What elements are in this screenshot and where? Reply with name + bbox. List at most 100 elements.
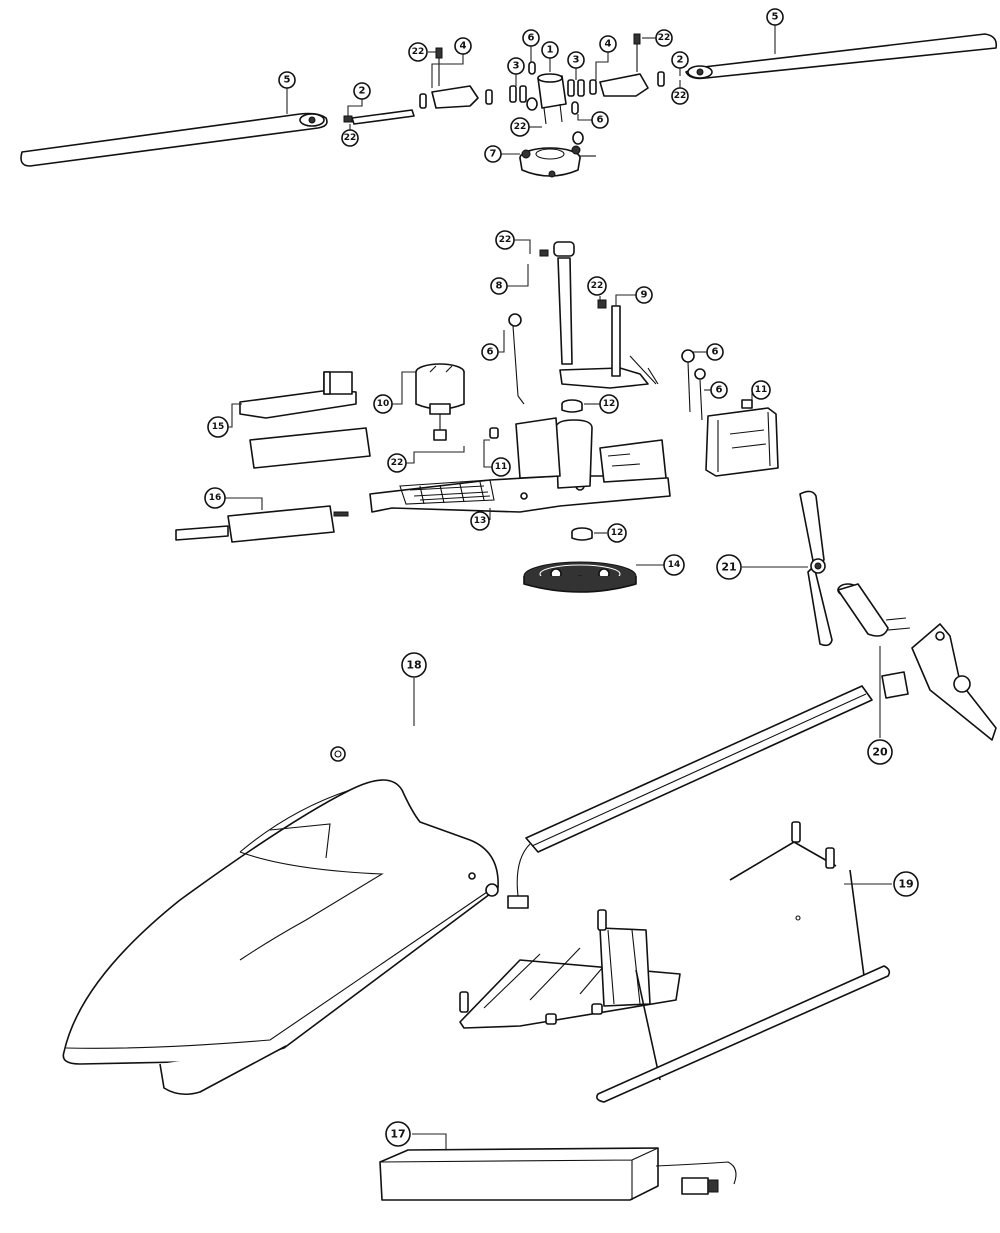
svg-text:22: 22	[514, 122, 527, 132]
svg-text:16: 16	[209, 493, 222, 503]
frame-upper-bracket	[559, 299, 659, 389]
callout-5-right: 5	[766, 8, 784, 26]
svg-text:6: 6	[712, 347, 719, 358]
main-shaft	[539, 241, 575, 365]
callout-16: 16	[204, 487, 226, 509]
svg-text:11: 11	[495, 462, 508, 472]
servo-horn-small	[489, 427, 499, 439]
callout-11-right: 11	[751, 380, 771, 400]
callout-22-a: 22	[341, 129, 359, 147]
callout-21: 21	[716, 554, 742, 580]
ball-links-top	[526, 61, 584, 145]
callout-13: 13	[470, 511, 490, 531]
callouts: 5 5 2 2 22 22 22 22 22 4 4 3 3 6 1 6 7 2…	[204, 8, 919, 1147]
svg-text:6: 6	[716, 385, 723, 396]
callout-4-left: 4	[454, 37, 472, 55]
callout-6-frame-left: 6	[481, 343, 499, 361]
control-rods	[508, 313, 706, 421]
svg-text:22: 22	[674, 91, 687, 101]
svg-text:22: 22	[412, 47, 425, 57]
callout-14: 14	[663, 554, 685, 576]
battery	[379, 1147, 737, 1201]
svg-text:9: 9	[641, 290, 648, 301]
callout-10: 10	[373, 394, 393, 414]
svg-text:2: 2	[677, 55, 684, 66]
svg-text:7: 7	[490, 149, 497, 160]
main-motor	[415, 363, 465, 441]
svg-text:15: 15	[212, 422, 225, 432]
callout-4-right: 4	[599, 35, 617, 53]
svg-text:5: 5	[284, 75, 291, 86]
svg-text:22: 22	[499, 235, 512, 245]
svg-text:3: 3	[573, 55, 580, 66]
receiver-unit	[175, 505, 349, 543]
svg-text:12: 12	[611, 528, 624, 538]
callout-6-servo: 6	[710, 381, 728, 399]
callout-11-left: 11	[491, 457, 511, 477]
esc-board	[239, 371, 371, 469]
callout-22-f: 22	[495, 230, 515, 250]
svg-text:22: 22	[658, 33, 671, 43]
svg-text:19: 19	[898, 878, 913, 891]
callout-8: 8	[490, 277, 508, 295]
svg-text:10: 10	[377, 399, 390, 409]
callout-18: 18	[401, 652, 427, 678]
callout-7: 7	[484, 145, 502, 163]
blade-grip-left	[419, 47, 493, 109]
callout-12-top: 12	[599, 394, 619, 414]
callout-22-d: 22	[671, 87, 689, 105]
svg-text:22: 22	[391, 458, 404, 468]
svg-text:1: 1	[547, 45, 554, 56]
callout-15: 15	[207, 416, 229, 438]
svg-text:13: 13	[474, 516, 487, 526]
tail-boom	[525, 685, 873, 853]
servo-right	[705, 399, 779, 477]
svg-text:5: 5	[772, 12, 779, 23]
swashplate	[519, 145, 596, 178]
svg-text:8: 8	[496, 281, 503, 292]
callout-6-frame-right: 6	[706, 343, 724, 361]
callout-3-left: 3	[507, 57, 525, 75]
callout-12-bottom: 12	[607, 523, 627, 543]
callout-22-c: 22	[655, 29, 673, 47]
callout-6-mid: 6	[591, 111, 609, 129]
svg-text:22: 22	[591, 281, 604, 291]
main-gear	[523, 561, 637, 593]
main-rotor-blade-left	[20, 112, 328, 167]
callout-2-left: 2	[353, 82, 371, 100]
bearings	[561, 399, 593, 541]
svg-text:22: 22	[344, 133, 357, 143]
callout-22-h: 22	[387, 453, 407, 473]
tail-rotor	[799, 490, 833, 647]
callout-6-top: 6	[522, 29, 540, 47]
callout-3-right: 3	[567, 51, 585, 69]
svg-text:17: 17	[390, 1128, 405, 1141]
callout-9: 9	[635, 286, 653, 304]
svg-text:2: 2	[359, 86, 366, 97]
callout-17: 17	[385, 1121, 411, 1147]
callout-2-right: 2	[671, 51, 689, 69]
svg-text:3: 3	[513, 61, 520, 72]
main-rotor-blade-right	[685, 33, 998, 80]
rotor-hub	[537, 73, 567, 125]
damper-rings	[509, 79, 585, 103]
svg-text:18: 18	[406, 659, 421, 672]
svg-text:20: 20	[872, 746, 888, 759]
svg-text:6: 6	[528, 33, 535, 44]
svg-text:12: 12	[603, 399, 616, 409]
callout-22-g: 22	[587, 276, 607, 296]
callout-1: 1	[541, 41, 559, 59]
tail-boom-mount	[881, 623, 997, 741]
blade-grip-right	[589, 33, 665, 97]
canopy	[62, 746, 499, 1096]
feathering-shaft	[343, 109, 415, 125]
frame-chassis	[369, 417, 671, 513]
landing-gear	[459, 821, 891, 1103]
tail-motor	[837, 583, 911, 637]
callout-19: 19	[893, 871, 919, 897]
callout-20: 20	[867, 739, 893, 765]
svg-text:14: 14	[668, 560, 681, 570]
callout-22-b: 22	[408, 42, 428, 62]
callout-22-e: 22	[510, 117, 530, 137]
